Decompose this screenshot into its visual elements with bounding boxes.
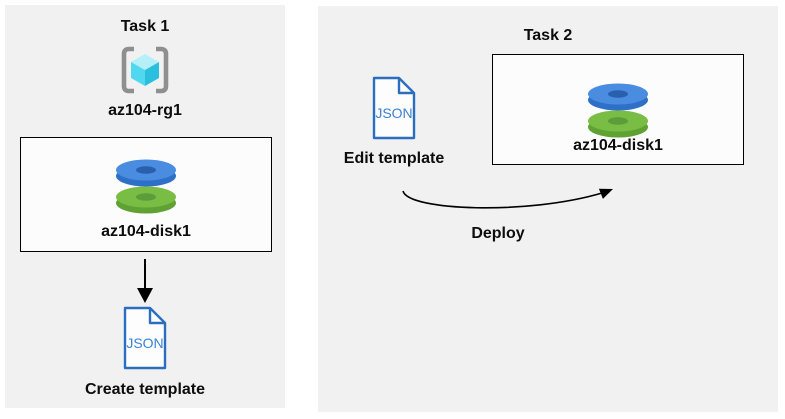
task2-disk-box: az104-disk1 [492,54,744,165]
task2-panel: Task 2 JSON Edit template az104-disk1 [318,6,778,412]
resource-group-label: az104-rg1 [108,102,182,119]
json-file-fold [397,78,414,95]
json-file-text: JSON [375,105,412,121]
down-arrow-icon [137,259,153,303]
deploy-arrow-icon [402,188,613,209]
task1-disk-box: az104-disk1 [20,137,272,252]
disk-blue-hole [608,90,628,98]
disk-blue-hole [136,166,156,174]
json-file-icon: JSON [372,76,416,140]
disk-icon [588,83,648,138]
cube-left-face [131,62,145,86]
disk-icon [116,159,176,214]
edit-template-label: Edit template [343,150,445,167]
down-arrow-head [137,288,153,303]
deploy-arrow-head [598,188,613,199]
cube-right-face [145,62,159,86]
task1-panel: Task 1 az104-rg1 az104-disk1 [5,5,285,408]
json-file-icon: JSON [123,306,167,370]
disk-label: az104-disk1 [573,137,663,154]
task2-title: Task 2 [523,27,573,44]
disk-green-hole [136,193,156,201]
disk-label: az104-disk1 [101,223,191,240]
json-file-fold [148,308,165,325]
resource-group-icon [121,46,169,94]
deploy-arrow-curve [402,190,603,209]
json-file-text: JSON [126,335,163,351]
bracket-left [121,46,134,94]
disk-green-hole [608,117,628,125]
deploy-label: Deploy [471,225,525,242]
task1-title: Task 1 [120,18,170,35]
create-template-label: Create template [84,381,206,398]
bracket-right [156,46,169,94]
